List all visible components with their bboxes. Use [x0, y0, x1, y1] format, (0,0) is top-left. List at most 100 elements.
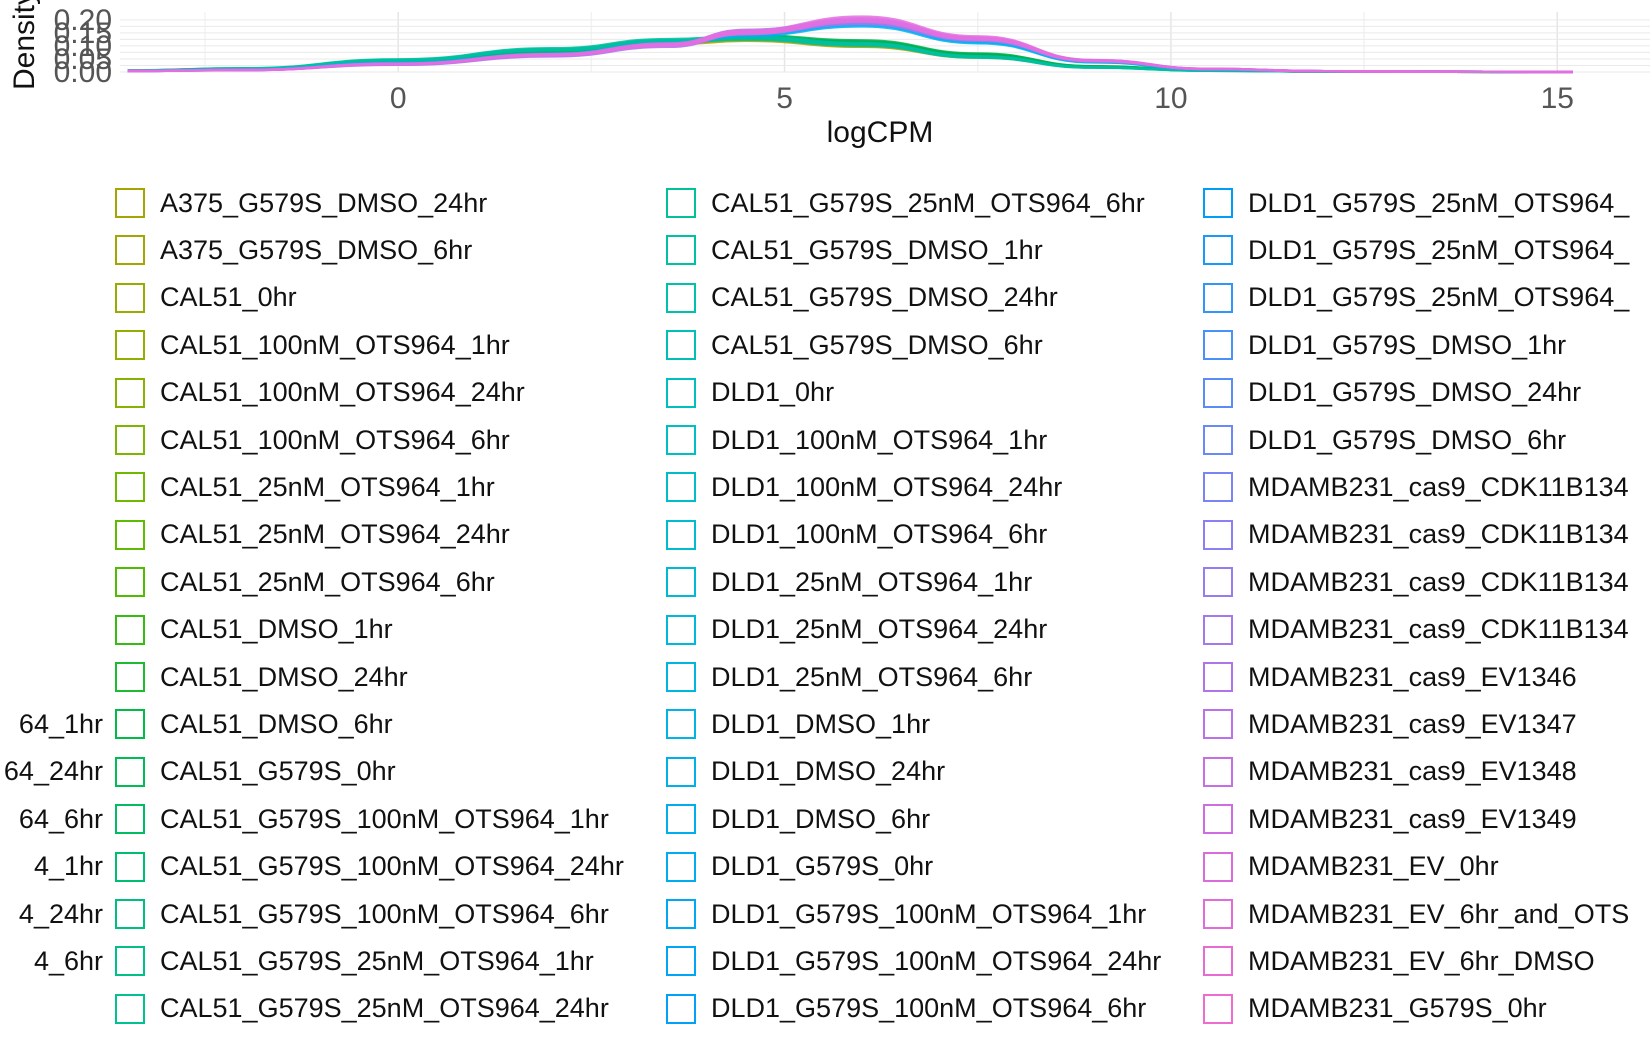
- legend-label: DLD1_G579S_DMSO_24hr: [1248, 377, 1582, 408]
- legend-key: [1203, 330, 1233, 361]
- legend-key: [1203, 377, 1233, 408]
- legend-item: 64_24hr: [4, 752, 103, 792]
- legend-key: [115, 709, 145, 740]
- legend-item: MDAMB231_EV_6hr_DMSO: [1203, 941, 1595, 981]
- legend-label: MDAMB231_EV_6hr_and_OTS: [1248, 898, 1630, 929]
- legend-label: CAL51_DMSO_6hr: [160, 708, 393, 739]
- legend-item: DLD1_G579S_DMSO_6hr: [1203, 420, 1566, 460]
- legend-key: [115, 804, 145, 835]
- legend-item: CAL51_G579S_25nM_OTS964_1hr: [115, 941, 594, 981]
- legend-item: DLD1_G579S_100nM_OTS964_1hr: [666, 894, 1146, 934]
- legend-key: [666, 519, 696, 550]
- legend-label: DLD1_25nM_OTS964_6hr: [711, 661, 1033, 692]
- legend-key: [115, 993, 145, 1024]
- legend-key: [115, 330, 145, 361]
- legend-item: MDAMB231_EV_0hr: [1203, 847, 1499, 887]
- legend-key: [1203, 472, 1233, 503]
- legend-item: MDAMB231_EV_6hr_and_OTS: [1203, 894, 1629, 934]
- legend-key: [1203, 235, 1233, 266]
- legend-key: [666, 662, 696, 692]
- legend-label: MDAMB231_cas9_EV1348: [1248, 756, 1577, 787]
- legend-item: 64_1hr: [19, 704, 103, 744]
- legend-label: 4_1hr: [33, 851, 103, 882]
- legend-item: 4_6hr: [34, 941, 103, 981]
- legend-item: DLD1_DMSO_6hr: [666, 799, 930, 839]
- legend-item: DLD1_25nM_OTS964_24hr: [666, 610, 1047, 650]
- legend-label: DLD1_G579S_DMSO_1hr: [1248, 329, 1567, 360]
- legend-key: [666, 804, 696, 835]
- legend-item: DLD1_G579S_25nM_OTS964_: [1203, 278, 1629, 318]
- legend-key: [1203, 804, 1233, 835]
- legend-label: 64_24hr: [3, 756, 103, 787]
- legend-label: DLD1_100nM_OTS964_6hr: [711, 519, 1048, 550]
- legend-key: [115, 662, 145, 692]
- legend-key: [1203, 425, 1233, 455]
- legend-label: MDAMB231_cas9_CDK11B134: [1248, 566, 1629, 597]
- legend-item: A375_G579S_DMSO_6hr: [115, 230, 472, 270]
- y-tick-label: 0.20: [54, 4, 112, 37]
- legend-key: [666, 282, 696, 313]
- legend-label: CAL51_DMSO_24hr: [160, 661, 408, 692]
- legend-key: [666, 993, 696, 1024]
- legend-key: [1203, 993, 1233, 1024]
- legend-label: CAL51_25nM_OTS964_6hr: [160, 566, 495, 597]
- legend-key: [1203, 709, 1233, 740]
- legend-label: DLD1_G579S_DMSO_6hr: [1248, 424, 1567, 455]
- legend-label: CAL51_25nM_OTS964_24hr: [160, 519, 510, 550]
- legend-key: [115, 899, 145, 929]
- legend-key: [1203, 614, 1233, 645]
- legend-item: DLD1_DMSO_1hr: [666, 704, 930, 744]
- legend-item: CAL51_100nM_OTS964_6hr: [115, 420, 510, 460]
- legend-key: [1203, 519, 1233, 550]
- legend-key: [115, 235, 145, 266]
- density-curves: [127, 15, 1573, 74]
- legend-key: [115, 188, 145, 218]
- legend-item: CAL51_25nM_OTS964_6hr: [115, 562, 495, 602]
- y-axis-label: Density: [8, 0, 41, 90]
- legend-key: [666, 709, 696, 740]
- legend-key: [115, 567, 145, 598]
- legend-key: [1203, 851, 1233, 882]
- legend-key: [1203, 662, 1233, 692]
- legend-label: CAL51_100nM_OTS964_24hr: [160, 377, 525, 408]
- legend-label: MDAMB231_EV_0hr: [1248, 851, 1499, 882]
- legend-item: CAL51_25nM_OTS964_24hr: [115, 515, 510, 555]
- legend-item: 64_6hr: [19, 799, 103, 839]
- legend-label: CAL51_G579S_25nM_OTS964_6hr: [711, 187, 1145, 218]
- legend-label: DLD1_G579S_0hr: [711, 851, 934, 882]
- legend-item: DLD1_G579S_100nM_OTS964_6hr: [666, 989, 1146, 1029]
- legend-key: [666, 377, 696, 408]
- legend-label: DLD1_25nM_OTS964_1hr: [711, 566, 1033, 597]
- legend-item: DLD1_25nM_OTS964_1hr: [666, 562, 1032, 602]
- legend-item: CAL51_DMSO_24hr: [115, 657, 408, 697]
- legend-item: CAL51_100nM_OTS964_24hr: [115, 373, 525, 413]
- legend-label: CAL51_G579S_100nM_OTS964_24hr: [160, 851, 624, 882]
- legend-item: 4_1hr: [34, 847, 103, 887]
- legend-label: MDAMB231_G579S_0hr: [1248, 993, 1547, 1024]
- legend-label: DLD1_G579S_100nM_OTS964_6hr: [711, 993, 1147, 1024]
- x-tick-label: 15: [1541, 82, 1574, 115]
- legend-item: CAL51_G579S_0hr: [115, 752, 396, 792]
- legend-label: DLD1_G579S_25nM_OTS964_: [1248, 234, 1630, 265]
- density-curve-5-3: [127, 15, 1573, 74]
- legend-item: CAL51_G579S_25nM_OTS964_6hr: [666, 183, 1145, 223]
- y-tick-label: 0.15: [54, 17, 112, 50]
- legend-item: DLD1_G579S_0hr: [666, 847, 933, 887]
- legend-key: [666, 614, 696, 645]
- legend-label: MDAMB231_cas9_CDK11B134: [1248, 519, 1629, 550]
- x-tick-label: 0: [390, 82, 407, 115]
- legend-label: A375_G579S_DMSO_6hr: [160, 234, 473, 265]
- legend-item: DLD1_G579S_25nM_OTS964_: [1203, 230, 1629, 270]
- legend-label: CAL51_25nM_OTS964_1hr: [160, 471, 495, 502]
- legend-item: DLD1_0hr: [666, 373, 834, 413]
- legend-label: CAL51_G579S_DMSO_24hr: [711, 282, 1058, 313]
- legend-key: [666, 756, 696, 787]
- legend-item: DLD1_DMSO_24hr: [666, 752, 945, 792]
- x-tick-label: 10: [1154, 82, 1187, 115]
- legend-item: MDAMB231_cas9_EV1349: [1203, 799, 1577, 839]
- legend-key: [666, 899, 696, 929]
- legend-item: CAL51_0hr: [115, 278, 297, 318]
- legend-label: DLD1_G579S_100nM_OTS964_1hr: [711, 898, 1147, 929]
- legend-item: MDAMB231_G579S_0hr: [1203, 989, 1547, 1029]
- legend-label: MDAMB231_cas9_EV1349: [1248, 803, 1577, 834]
